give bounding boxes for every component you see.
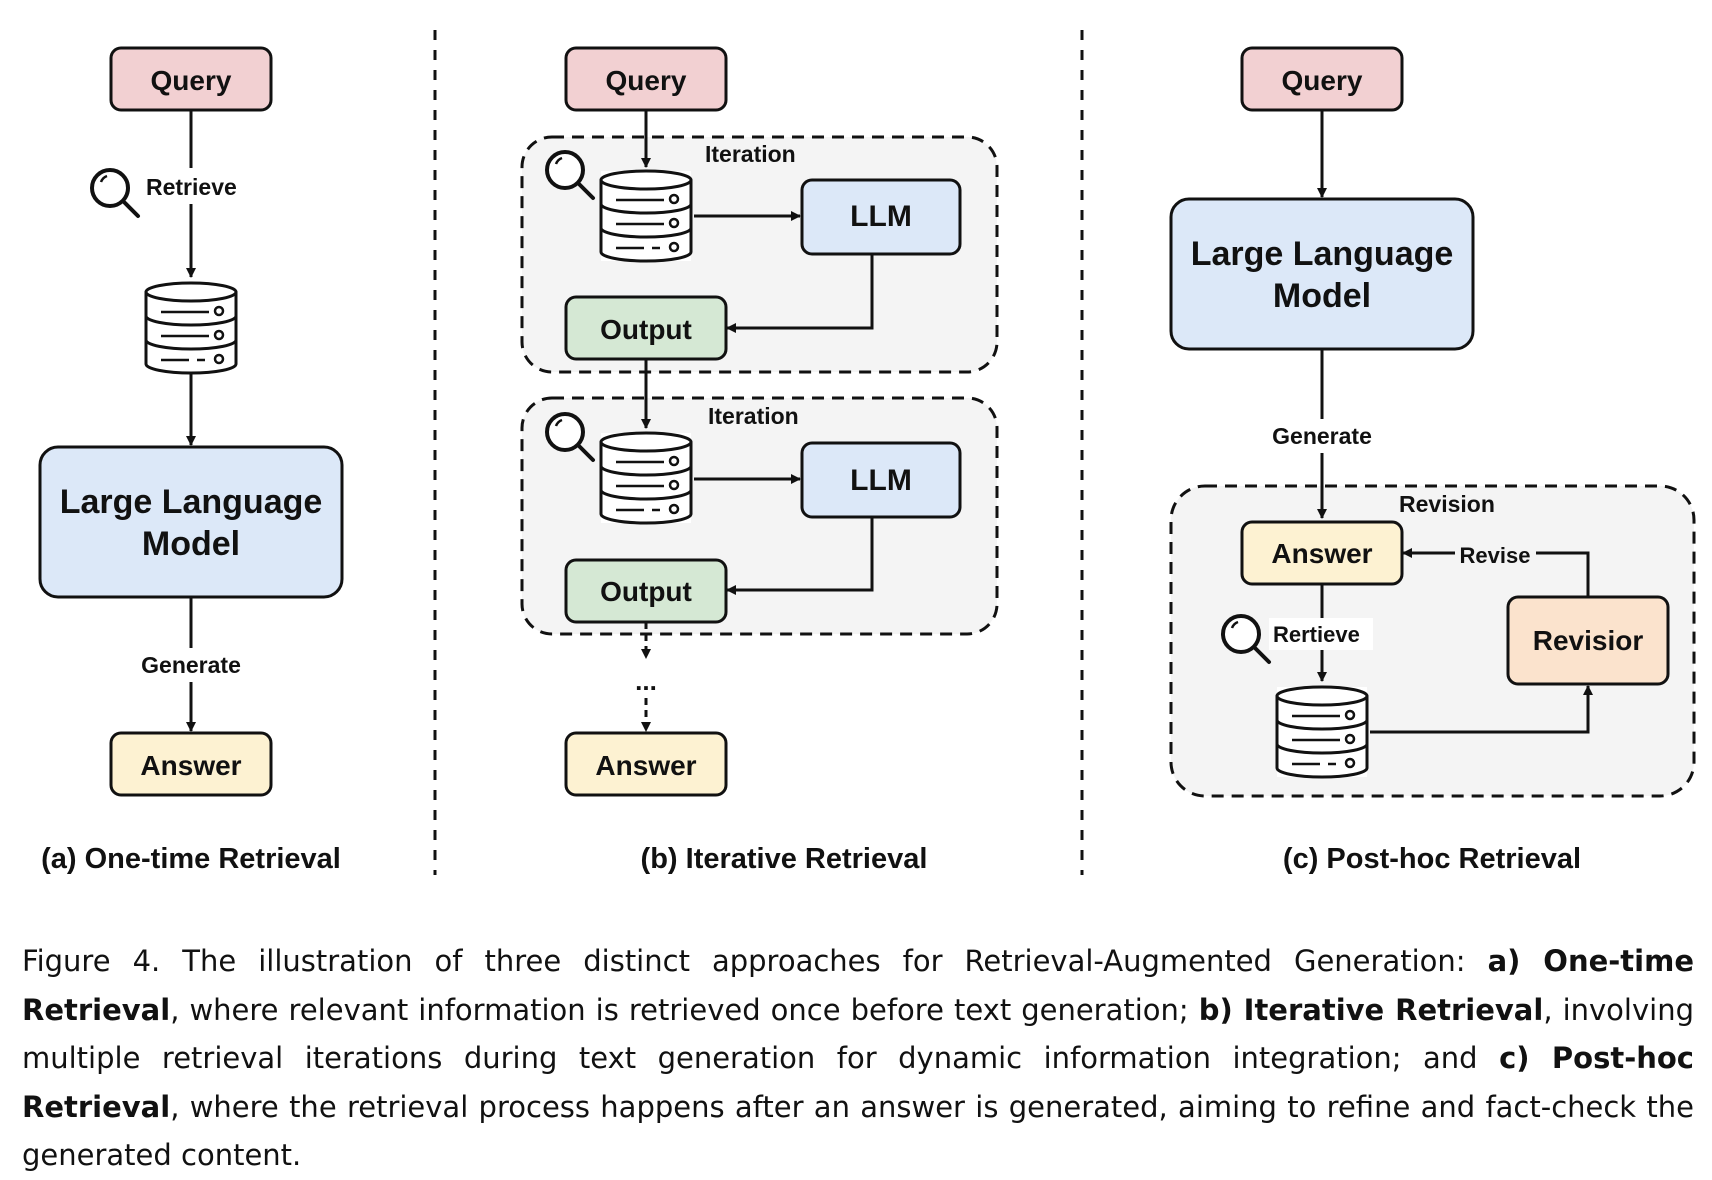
iteration-label: Iteration (708, 403, 799, 429)
panel-caption: (b) Iterative Retrieval (641, 843, 928, 875)
output-label: Output (600, 314, 692, 345)
caption-text: , where relevant information is retrieve… (170, 992, 1199, 1027)
flow-arrow (726, 254, 874, 333)
magnifier-icon (90, 168, 140, 218)
llm-box (800, 441, 962, 519)
llm-label: LLM (850, 200, 912, 233)
llm-label-line1: Large Language (1191, 235, 1454, 273)
revision-label: Revision (1399, 491, 1495, 517)
answer-label: Answer (140, 750, 241, 781)
llm-box (38, 445, 344, 599)
rag-diagram: Query Retrieve Large Language Model Gene… (38, 30, 1696, 875)
caption-bold: b) Iterative Retrieval (1198, 992, 1544, 1027)
ellipsis-label: ... (635, 666, 657, 696)
revisior-label: Revisior (1533, 625, 1644, 656)
panel-caption: (c) Post-hoc Retrieval (1283, 843, 1581, 875)
llm-label-line2: Model (142, 525, 240, 563)
caption-bold: a) One-time Retrieval (22, 944, 1694, 1027)
llm-label: LLM (850, 464, 912, 497)
llm-box (1169, 197, 1475, 351)
database-icon (1275, 685, 1369, 779)
iteration-label: Iteration (705, 141, 796, 167)
llm-label-line1: Large Language (60, 483, 323, 521)
figure-caption: Figure 4. The illustration of three dist… (22, 937, 1694, 1180)
panel-iterative-retrieval: Query Iteration LLM Output Iteration LLM… (520, 46, 999, 875)
query-label: Query (606, 65, 687, 96)
llm-label-line2: Model (1273, 277, 1371, 315)
panel-post-hoc-retrieval: Query Large Language Model Revision Gene… (1169, 46, 1696, 875)
answer-box (109, 731, 273, 797)
generate-label: Generate (1272, 423, 1372, 449)
retrieve-label: Rertieve (1273, 622, 1360, 647)
revisior-box (1506, 595, 1670, 686)
flow-arrow (1370, 685, 1593, 734)
answer-label: Answer (595, 750, 696, 781)
panel-one-time-retrieval: Query Retrieve Large Language Model Gene… (38, 46, 344, 875)
database-icon (599, 431, 693, 525)
query-label: Query (151, 65, 232, 96)
caption-text: Figure 4. The illustration of three dist… (22, 944, 1488, 978)
database-icon (144, 281, 238, 375)
flow-arrow (726, 517, 874, 595)
caption-bold: c) Post-hoc Retrieval (22, 1041, 1695, 1124)
database-icon (599, 169, 693, 263)
panel-caption: (a) One-time Retrieval (41, 843, 341, 875)
answer-label: Answer (1271, 538, 1372, 569)
query-label: Query (1282, 65, 1363, 96)
answer-box (564, 731, 728, 797)
revise-label: Revise (1460, 543, 1531, 568)
retrieve-label: Retrieve (146, 174, 237, 200)
caption-text: , where the retrieval process happens af… (22, 1089, 1694, 1173)
llm-box (800, 178, 962, 256)
output-label: Output (600, 576, 692, 607)
generate-label: Generate (141, 652, 241, 678)
caption-text: , involving multiple retrieval iteration… (22, 992, 1694, 1076)
